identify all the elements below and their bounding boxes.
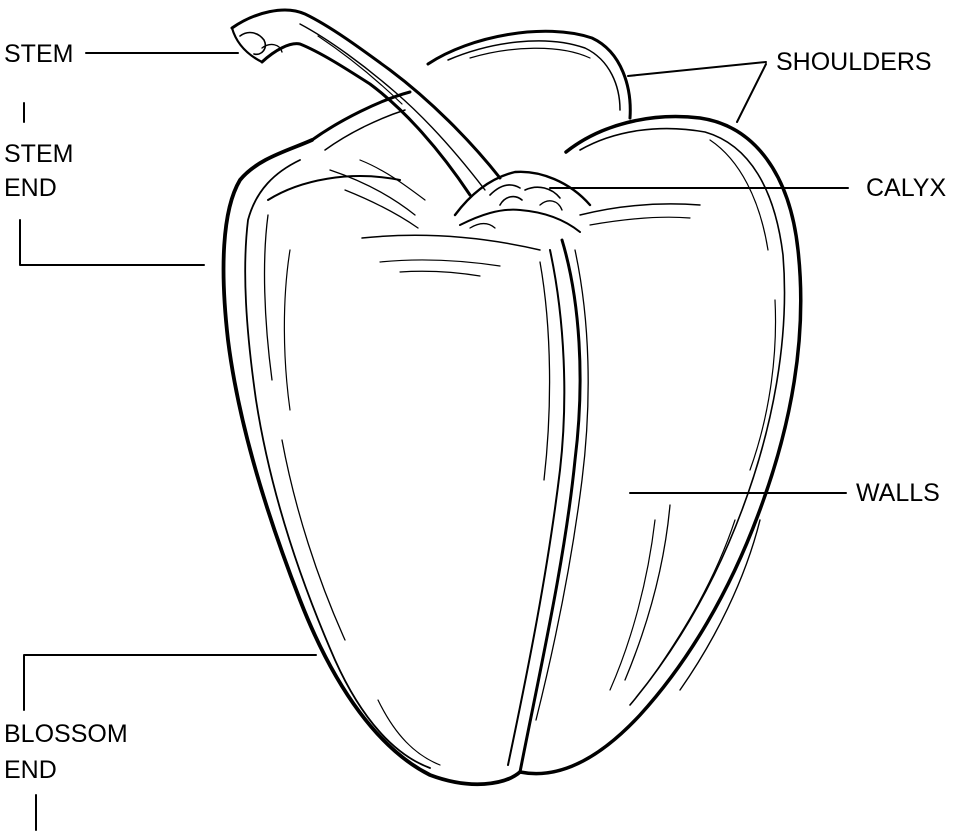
back-shoulder: [428, 31, 630, 118]
calyx-label: CALYX: [866, 174, 946, 203]
stem-end-label-line1: STEM: [4, 140, 73, 169]
stem-label: STEM: [4, 40, 73, 69]
leader-lines: [20, 53, 848, 830]
front-shoulder: [312, 92, 700, 228]
stem-end-label-line2: END: [4, 174, 57, 203]
center-ridge: [508, 240, 588, 772]
shoulders-label: SHOULDERS: [776, 48, 932, 77]
walls-label: WALLS: [856, 479, 940, 508]
stem: [232, 10, 500, 195]
calyx: [455, 172, 590, 232]
blossom-end-label-line2: END: [4, 756, 57, 785]
left-lobe: [224, 140, 540, 784]
blossom-end-label-line1: BLOSSOM: [4, 720, 128, 749]
